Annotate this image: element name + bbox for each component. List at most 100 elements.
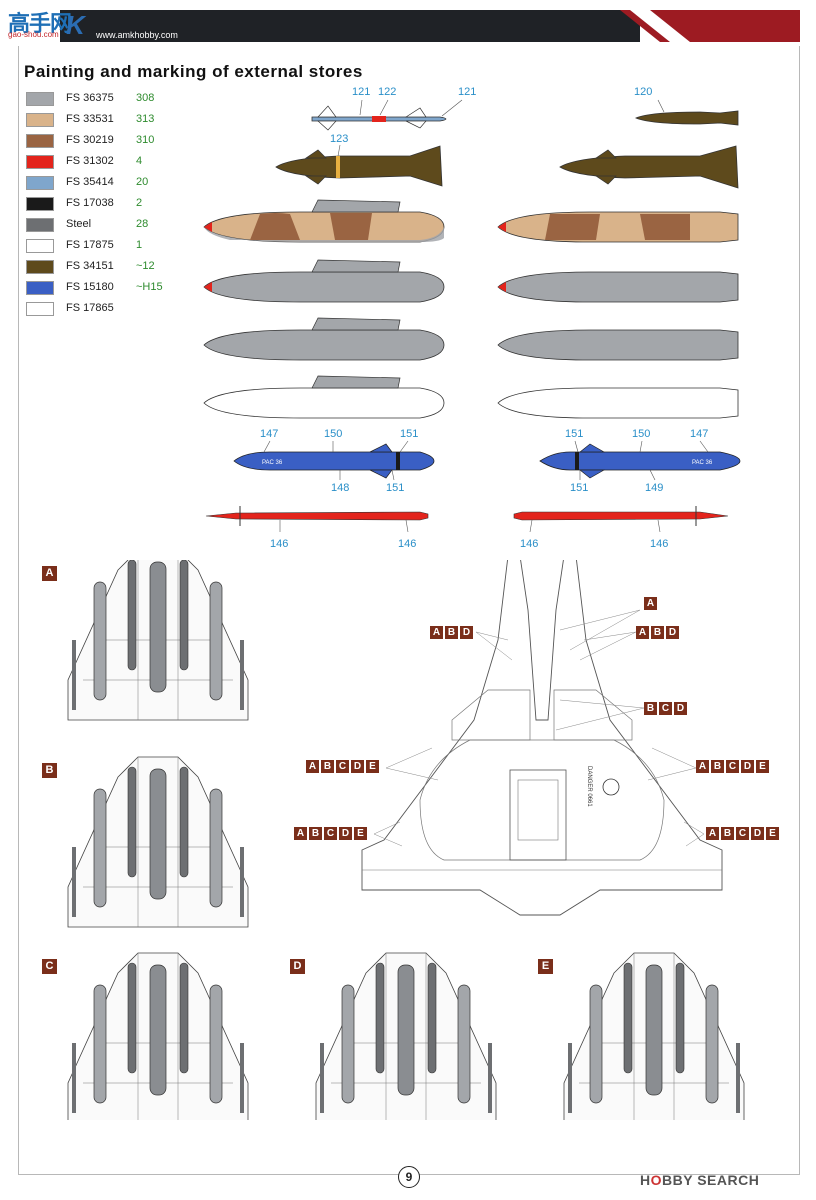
callout-147: 147	[690, 428, 709, 440]
station-letter: D	[751, 827, 764, 840]
callout-146: 146	[650, 538, 669, 550]
callout-122: 122	[378, 86, 397, 98]
color-swatch	[26, 113, 54, 127]
callout-149: 149	[645, 482, 664, 494]
external-stores-drawing: PAC 36 PAC 36	[203, 99, 741, 533]
station-letter: E	[366, 760, 379, 773]
watermark-o: O	[650, 1172, 663, 1188]
station-letter: D	[674, 702, 687, 715]
red-store-left	[205, 506, 429, 533]
callout-146: 146	[398, 538, 417, 550]
station-letter: D	[339, 827, 352, 840]
underside-planform-drawing: DANGER 0661	[361, 560, 723, 916]
legend-code: 28	[136, 218, 149, 230]
legend-name: FS 36375	[66, 92, 114, 104]
legend-name: FS 34151	[66, 260, 114, 272]
legend-name: Steel	[66, 218, 92, 230]
color-swatch	[26, 218, 54, 232]
legend-name: FS 33531	[66, 113, 114, 125]
station-letter: E	[766, 827, 779, 840]
color-swatch	[26, 92, 54, 106]
callout-151: 151	[386, 482, 405, 494]
legend-code: 313	[136, 113, 155, 125]
blue-missile-right	[539, 440, 741, 481]
station-letter: A	[294, 827, 307, 840]
station-letter: C	[336, 760, 349, 773]
callout-151: 151	[565, 428, 584, 440]
legend-name: FS 17875	[66, 239, 114, 251]
airframe-stencil: DANGER 0661	[586, 766, 592, 807]
logo-letter: K	[66, 10, 85, 40]
bomb-120-drawing	[634, 99, 739, 126]
legend-code: 4	[136, 155, 143, 167]
variant-label-d: D	[290, 959, 305, 974]
legend-code: ~H15	[136, 281, 163, 293]
color-swatch	[26, 239, 54, 253]
station-letter: B	[644, 702, 657, 715]
guided-bomb-left-drawing	[275, 144, 443, 187]
pac-text-left: PAC 36	[262, 460, 283, 466]
callout-146: 146	[270, 538, 289, 550]
variant-label-e: E	[538, 959, 553, 974]
legend-name: FS 17038	[66, 197, 114, 209]
logo-subtitle: gao-shou.com	[8, 30, 59, 39]
site-url: www.amkhobby.com	[96, 30, 178, 40]
fuel-tank-camo-left	[203, 199, 445, 243]
station-letter: D	[741, 760, 754, 773]
fuel-tank-grey-right	[497, 271, 739, 419]
station-letter: C	[726, 760, 739, 773]
legend-name: FS 17865	[66, 302, 114, 314]
variant-label-a: A	[42, 566, 57, 581]
guided-bomb-right-drawing	[559, 145, 739, 189]
station-letter: E	[756, 760, 769, 773]
aircraft-loadout-drawings: DANGER 0661	[67, 560, 745, 1120]
station-letter: D	[666, 626, 679, 639]
legend-code: ~12	[136, 260, 155, 272]
page-number: 9	[398, 1166, 420, 1188]
legend-code: 2	[136, 197, 143, 209]
blue-missile-left	[233, 440, 435, 481]
watermark: HOBBY SEARCH	[640, 1172, 759, 1188]
station-letter: B	[711, 760, 724, 773]
callout-151: 151	[400, 428, 419, 440]
station-letter: B	[321, 760, 334, 773]
legend-name: FS 15180	[66, 281, 114, 293]
station-letter: A	[636, 626, 649, 639]
color-swatch	[26, 302, 54, 316]
callout-148: 148	[331, 482, 350, 494]
legend-code: 310	[136, 134, 155, 146]
station-letter: A	[644, 597, 657, 610]
variant-label-c: C	[42, 959, 57, 974]
station-letter: C	[324, 827, 337, 840]
legend-name: FS 31302	[66, 155, 114, 167]
station-letter: C	[659, 702, 672, 715]
color-swatch	[26, 197, 54, 211]
callout-120: 120	[634, 86, 653, 98]
station-letter: D	[351, 760, 364, 773]
callout-150: 150	[632, 428, 651, 440]
legend-code: 308	[136, 92, 155, 104]
station-letter: A	[706, 827, 719, 840]
station-letter: C	[736, 827, 749, 840]
page-title: Painting and marking of external stores	[24, 62, 363, 81]
legend-code: 1	[136, 239, 143, 251]
legend-name: FS 35414	[66, 176, 114, 188]
callout-121: 121	[352, 86, 371, 98]
callout-146: 146	[520, 538, 539, 550]
color-swatch	[26, 176, 54, 190]
callout-121: 121	[458, 86, 477, 98]
legend-name: FS 30219	[66, 134, 114, 146]
fuel-tank-camo-right	[497, 211, 739, 243]
station-letter: A	[430, 626, 443, 639]
station-letter: A	[696, 760, 709, 773]
callout-150: 150	[324, 428, 343, 440]
station-letter: D	[460, 626, 473, 639]
logo-text: 高手网	[8, 12, 72, 37]
color-swatch	[26, 260, 54, 274]
legend-code: 20	[136, 176, 149, 188]
pac-text-right: PAC 36	[692, 460, 713, 466]
watermark-part1: H	[640, 1172, 651, 1188]
station-letter: B	[651, 626, 664, 639]
callout-147: 147	[260, 428, 279, 440]
header-bar	[0, 0, 816, 44]
